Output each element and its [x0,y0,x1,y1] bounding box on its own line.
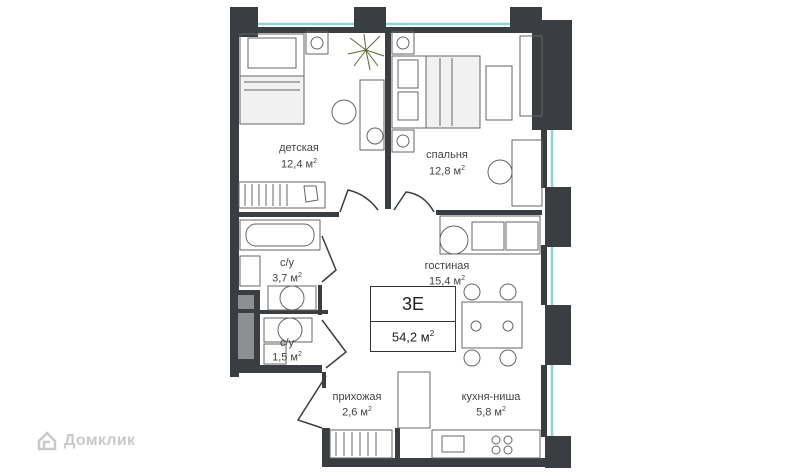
apartment-type-box: 3Е 54,2 м2 [370,286,456,352]
room-area-kitchen-unit-sup: 2 [502,406,506,413]
room-area-kids-value: 12,4 м [281,158,314,171]
room-area-bedroom-unit-sup: 2 [461,165,465,172]
domclick-watermark-text: Домклик [64,432,136,449]
furniture [238,31,543,459]
windows [258,22,554,437]
apartment-type-code: 3Е [401,293,425,314]
room-name-kitchen: кухня-ниша [461,391,521,403]
room-area-bedroom-value: 12,8 м [429,165,462,178]
room-area-bath1: 3,7 м2 [262,269,312,286]
domclick-logo-icon [37,431,57,451]
room-name-hall: прихожая [332,391,382,403]
room-area-bath2-value: 1,5 м [272,351,298,364]
room-name-living: гостиная [424,260,470,272]
room-area-living-unit-sup: 2 [461,275,465,282]
doors [296,189,435,429]
room-area-hall-value: 2,6 м [342,406,368,419]
room-name-kids: детская [279,142,319,154]
room-name-bath1: с/у [279,257,295,269]
domclick-watermark: Домклик [36,430,135,452]
room-area-living: 15,4 м2 [412,272,482,289]
apartment-total-area-value: 54,2 м [391,329,430,345]
apartment-total-area: 54,2 м2 [392,326,434,345]
room-area-living-value: 15,4 м [429,275,462,288]
room-area-kitchen: 5,8 м2 [446,403,536,420]
room-area-bedroom: 12,8 м2 [412,162,482,179]
room-area-kids-unit-sup: 2 [313,158,317,165]
room-area-bath1-unit-sup: 2 [298,272,302,279]
apartment-type-divider [370,320,456,322]
room-area-kitchen-value: 5,8 м [476,406,502,419]
shaft [238,295,254,359]
room-area-hall: 2,6 м2 [322,403,392,420]
room-name-bedroom: спальня [426,149,468,161]
walls [230,7,572,468]
room-area-bath2-unit-sup: 2 [298,351,302,358]
room-area-hall-unit-sup: 2 [368,406,372,413]
apartment-total-area-unit-sup: 2 [429,328,435,338]
room-area-bath2: 1,5 м2 [262,348,312,365]
room-area-bath1-value: 3,7 м [272,272,298,285]
room-area-kids: 12,4 м2 [264,155,334,172]
room-name-bath2: с/у [279,337,295,349]
